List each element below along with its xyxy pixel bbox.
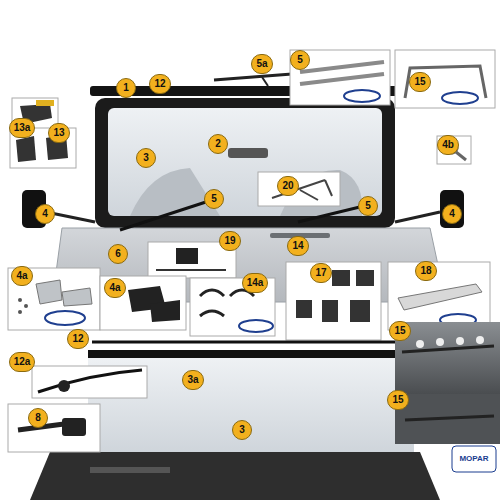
callout-number: 12a [9,352,36,372]
callout-number: 13a [9,118,36,138]
callout-number: 4b [437,135,459,155]
callout-number: 14 [287,236,308,256]
callout-number: 1 [116,78,136,98]
brand-logo-text: MOPAR [457,453,490,465]
callout-number: 5 [358,196,378,216]
callout-number: 14a [242,273,269,293]
callout-number: 12 [67,329,88,349]
callout-number: 13 [48,123,69,143]
callout-number: 4a [104,278,125,298]
callout-number: 18 [415,261,436,281]
callout-number: 5 [204,189,224,209]
callout-number: 17 [310,263,331,283]
callout-number: 3 [232,420,252,440]
callout-number: 20 [277,176,298,196]
callout-number: 4a [11,266,32,286]
callout-number: 6 [108,244,128,264]
callout-number: 2 [208,134,228,154]
callout-number: 5a [251,54,272,74]
callout-number: 15 [387,390,408,410]
callout-number: 3a [182,370,203,390]
callout-number: 15 [389,321,410,341]
callout-number: 4 [35,204,55,224]
callout-number: 3 [136,148,156,168]
callout-number: 4 [442,204,462,224]
callout-number: 12 [149,74,170,94]
callout-number: 15 [409,72,430,92]
callout-number: 8 [28,408,48,428]
callout-number: 5 [290,50,310,70]
callout-number: 19 [219,231,240,251]
